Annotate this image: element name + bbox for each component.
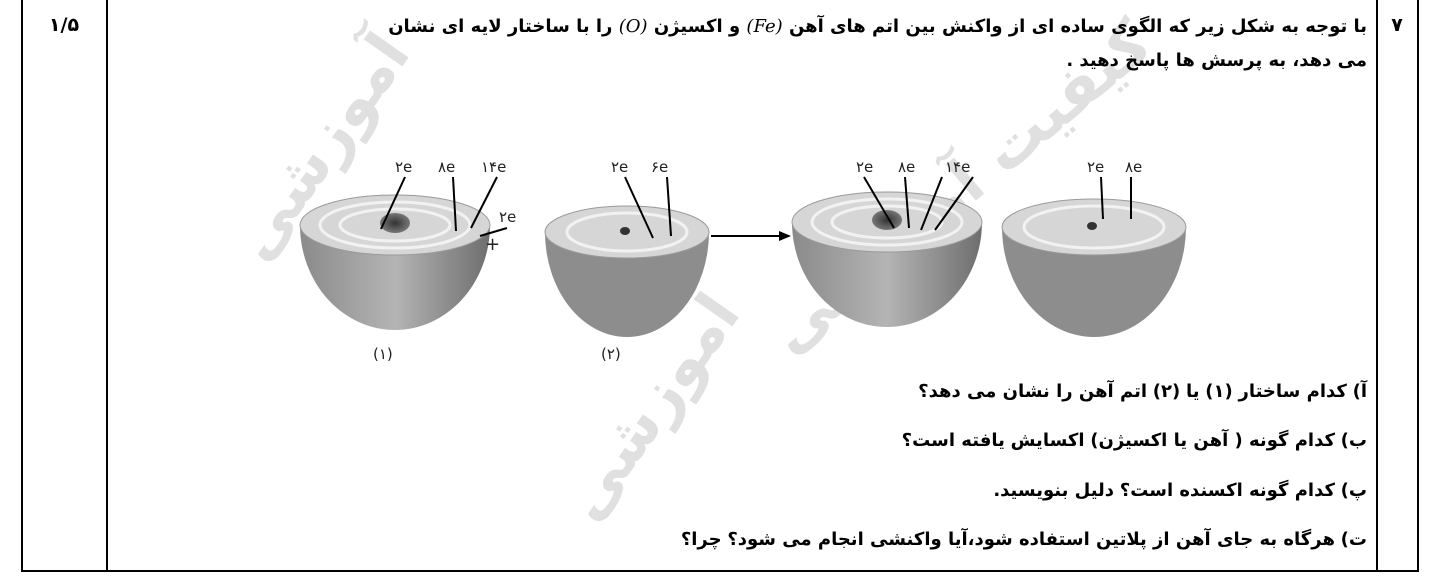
subquestion-text: کدام گونه اکسنده است؟: [1119, 480, 1335, 501]
product-1: ۲e ۸e ۱۴e: [791, 158, 983, 327]
subquestion-emphasis: چرا؟: [680, 529, 722, 550]
stem-part2: و اکسیژن: [653, 16, 741, 37]
subquestion-ref: (۱): [1205, 381, 1233, 402]
subquestion-emphasis: دلیل بنویسید.: [993, 480, 1115, 501]
question-stem: با توجه به شکل زیر که الگوی ساده ای از و…: [127, 10, 1367, 78]
subquestion-letter: پ): [1340, 480, 1367, 501]
subquestion-text: یافته است؟: [901, 430, 1005, 451]
plus-sign: +: [485, 234, 500, 255]
question-score: ۱/۵: [48, 14, 80, 36]
subquestion-d: ت) هرگاه به جای آهن از پلاتین استفاده شو…: [127, 528, 1367, 552]
reaction-arrow: [711, 231, 791, 241]
product-1-shell-label: ۸e: [898, 158, 915, 176]
subquestion-text: یا: [1185, 381, 1200, 402]
atom-2-shell-label: ۶e: [651, 158, 668, 176]
atom-1-shell-label: ۸e: [438, 158, 455, 176]
atom-1-shell-label: ۲e: [395, 158, 412, 176]
atom-1-shell-label: ۱۴e: [481, 158, 506, 176]
iron-symbol: (Fe): [746, 16, 783, 37]
subquestion-text: کدام ساختار: [1238, 381, 1347, 402]
stem-part1: با توجه به شکل زیر که الگوی ساده ای از و…: [788, 16, 1367, 37]
atom-2-caption: (۲): [601, 345, 621, 363]
question-table: ۷ ۱/۵ آموزشی کیفیت آموزشی آموزشی با توجه…: [21, 0, 1419, 572]
subquestion-letter: ت): [1340, 529, 1367, 550]
score-column-divider: [106, 0, 108, 572]
subquestion-text: کدام گونه ( آهن یا اکسیژن): [1090, 430, 1335, 451]
subquestion-c: پ) کدام گونه اکسنده است؟ دلیل بنویسید.: [127, 479, 1367, 503]
product-2-nucleus: [1087, 222, 1097, 230]
stem-line2: می دهد، به پرسش ها پاسخ دهید .: [1066, 50, 1367, 71]
product-1-shell-label: ۱۴e: [945, 158, 970, 176]
product-1-nucleus: [872, 210, 902, 230]
subquestion-emphasis: اکسایش: [1010, 430, 1085, 451]
subquestion-a: آ) کدام ساختار (۱) یا (۲) اتم آهن را نشا…: [127, 380, 1367, 404]
number-column-divider: [1376, 0, 1378, 572]
atom-1-outer-label: ۲e: [499, 208, 516, 226]
product-2-shell-label: ۸e: [1125, 158, 1142, 176]
table-border-right: [1417, 0, 1419, 572]
atom-1: ۲e ۸e ۱۴e ۲e (۱): [299, 158, 516, 363]
reaction-figure: ۲e ۸e ۱۴e ۲e (۱) + ۲e ۶e (۲): [299, 158, 1187, 363]
product-2-shell-label: ۲e: [1087, 158, 1104, 176]
subquestion-ref: (۲): [1152, 381, 1181, 402]
stem-part3: را با ساختار لایه ای نشان: [388, 16, 613, 37]
atom-1-caption: (۱): [373, 345, 393, 363]
subquestion-letter: آ): [1352, 381, 1367, 402]
atom-2-nucleus: [620, 227, 630, 235]
product-2-body: [1002, 227, 1186, 337]
question-number: ۷: [1391, 14, 1403, 36]
table-border-left: [21, 0, 23, 572]
atom-2-shell-label: ۲e: [611, 158, 628, 176]
atom-1-nucleus: [380, 213, 410, 233]
oxygen-symbol: (O): [618, 16, 648, 37]
subquestion-b: ب) کدام گونه ( آهن یا اکسیژن) اکسایش یاف…: [127, 429, 1367, 453]
subquestion-letter: ب): [1340, 430, 1367, 451]
subquestion-text: هرگاه به جای آهن از پلاتین استفاده شود،آ…: [727, 529, 1335, 550]
subquestion-text: اتم آهن را نشان می دهد؟: [918, 381, 1148, 402]
product-1-shell-label: ۲e: [856, 158, 873, 176]
atom-2: ۲e ۶e (۲): [544, 158, 710, 363]
product-2: ۲e ۸e: [1001, 158, 1187, 337]
atom-2-body: [545, 232, 709, 337]
table-row-bottom: [21, 570, 1419, 572]
